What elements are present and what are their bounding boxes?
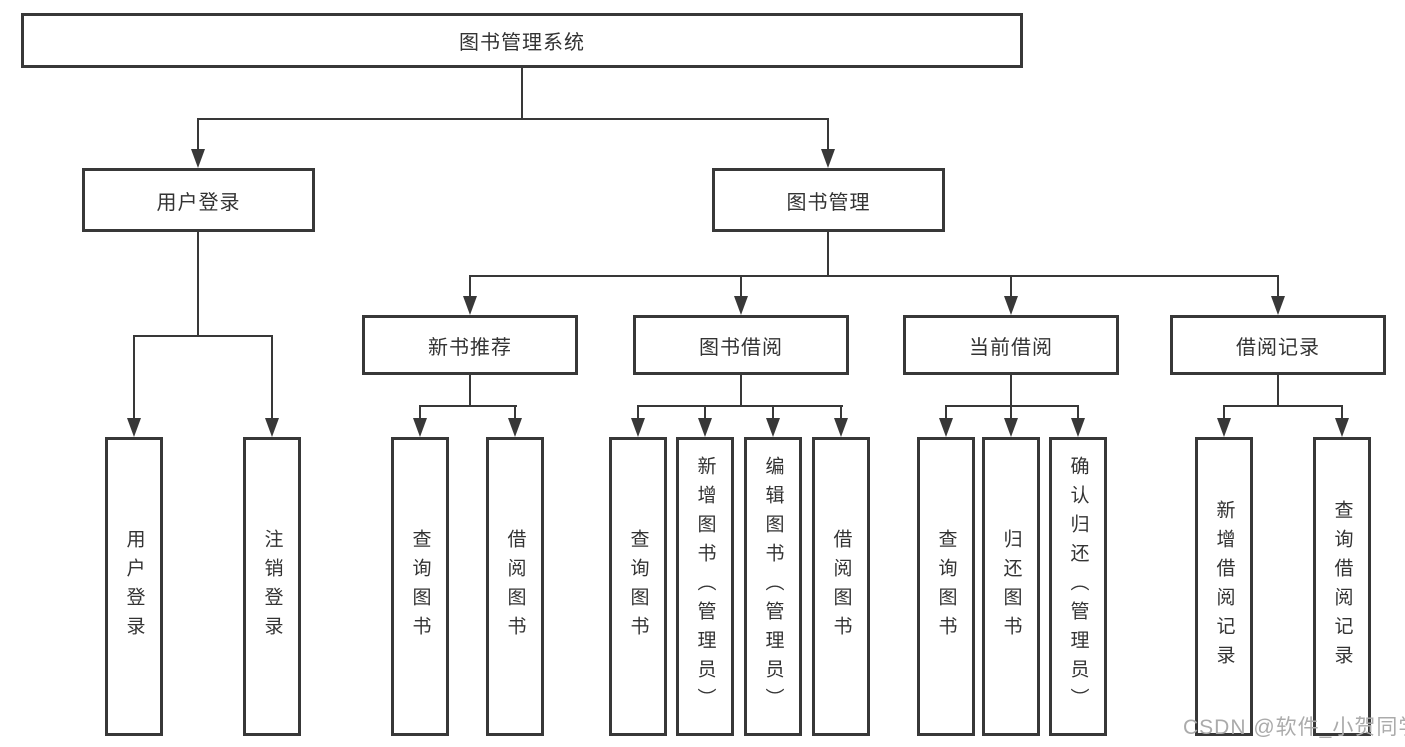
arrow-down-icon xyxy=(631,418,645,437)
connector-line xyxy=(704,405,706,420)
arrow-down-icon xyxy=(766,418,780,437)
leaf-bb-query-books: 查询图书 xyxy=(609,437,667,736)
node-current-borrow: 当前借阅 xyxy=(903,315,1119,375)
connector-line xyxy=(521,66,523,119)
connector-line xyxy=(1010,375,1012,407)
connector-line xyxy=(1277,275,1279,299)
connector-line xyxy=(1223,405,1343,407)
node-new-book-recommend-label: 新书推荐 xyxy=(428,336,512,359)
node-book-management: 图书管理 xyxy=(712,168,945,232)
leaf-bb-query-books-label: 查询图书 xyxy=(627,528,649,645)
arrow-down-icon xyxy=(1271,296,1285,315)
leaf-user-login-label: 用户登录 xyxy=(123,528,145,645)
connector-line xyxy=(827,232,829,277)
node-book-management-label: 图书管理 xyxy=(786,191,871,214)
connector-line xyxy=(1341,405,1343,420)
arrow-down-icon xyxy=(127,418,141,437)
arrow-down-icon xyxy=(508,418,522,437)
node-new-book-recommend: 新书推荐 xyxy=(362,315,578,375)
connector-line xyxy=(469,275,1279,277)
node-user-login-label: 用户登录 xyxy=(156,191,241,214)
arrow-down-icon xyxy=(939,418,953,437)
leaf-br-query-record: 查询借阅记录 xyxy=(1313,437,1371,736)
arrow-down-icon xyxy=(265,418,279,437)
leaf-bb-add-books-admin: 新增图书（管理员） xyxy=(676,437,734,736)
arrow-down-icon xyxy=(1071,418,1085,437)
leaf-nb-query-books: 查询图书 xyxy=(391,437,449,736)
connector-line xyxy=(197,232,199,336)
arrow-down-icon xyxy=(1335,418,1349,437)
arrow-down-icon xyxy=(1004,418,1018,437)
leaf-br-query-record-label: 查询借阅记录 xyxy=(1331,499,1353,674)
node-book-borrow: 图书借阅 xyxy=(633,315,849,375)
arrow-down-icon xyxy=(834,418,848,437)
leaf-bb-edit-books-admin: 编辑图书（管理员） xyxy=(744,437,802,736)
node-current-borrow-label: 当前借阅 xyxy=(969,336,1053,359)
connector-line xyxy=(1277,375,1279,407)
leaf-nb-borrow-books: 借阅图书 xyxy=(486,437,544,736)
connector-line xyxy=(945,405,1079,407)
connector-line xyxy=(637,405,843,407)
arrow-down-icon xyxy=(191,149,205,168)
leaf-cb-query-books-label: 查询图书 xyxy=(935,528,957,645)
leaf-user-login: 用户登录 xyxy=(105,437,163,736)
leaf-cb-return-books-label: 归还图书 xyxy=(1000,528,1022,645)
node-borrow-records: 借阅记录 xyxy=(1170,315,1386,375)
csdn-watermark: CSDN @软件_小贺同学 xyxy=(1183,716,1405,739)
leaf-bb-borrow-books: 借阅图书 xyxy=(812,437,870,736)
connector-line xyxy=(740,375,742,407)
arrow-down-icon xyxy=(821,149,835,168)
connector-line xyxy=(1223,405,1225,420)
node-book-borrow-label: 图书借阅 xyxy=(699,336,783,359)
node-user-login: 用户登录 xyxy=(82,168,315,232)
arrow-down-icon xyxy=(1004,296,1018,315)
connector-line xyxy=(827,118,829,151)
node-root-label: 图书管理系统 xyxy=(459,32,585,54)
connector-line xyxy=(514,405,516,420)
connector-line xyxy=(133,335,273,337)
connector-line xyxy=(133,335,135,420)
leaf-nb-query-books-label: 查询图书 xyxy=(409,528,431,645)
leaf-bb-add-books-admin-label: 新增图书（管理员） xyxy=(694,456,716,717)
node-borrow-records-label: 借阅记录 xyxy=(1236,336,1320,359)
connector-line xyxy=(637,405,639,420)
connector-line xyxy=(945,405,947,420)
arrow-down-icon xyxy=(1217,418,1231,437)
leaf-br-add-record: 新增借阅记录 xyxy=(1195,437,1253,736)
connector-line xyxy=(1077,405,1079,420)
leaf-logout: 注销登录 xyxy=(243,437,301,736)
connector-line xyxy=(469,375,471,407)
connector-line xyxy=(772,405,774,420)
connector-line xyxy=(271,335,273,420)
connector-line xyxy=(740,275,742,299)
arrow-down-icon xyxy=(734,296,748,315)
node-root: 图书管理系统 xyxy=(21,13,1023,68)
arrow-down-icon xyxy=(463,296,477,315)
leaf-nb-borrow-books-label: 借阅图书 xyxy=(504,528,526,645)
leaf-bb-edit-books-admin-label: 编辑图书（管理员） xyxy=(762,456,784,717)
leaf-bb-borrow-books-label: 借阅图书 xyxy=(830,528,852,645)
leaf-logout-label: 注销登录 xyxy=(261,528,283,645)
leaf-cb-return-books: 归还图书 xyxy=(982,437,1040,736)
connector-line xyxy=(197,118,829,120)
connector-line xyxy=(419,405,421,420)
arrow-down-icon xyxy=(698,418,712,437)
leaf-cb-confirm-return-admin: 确认归还（管理员） xyxy=(1049,437,1107,736)
connector-line xyxy=(469,275,471,299)
connector-line xyxy=(840,405,842,420)
leaf-cb-confirm-return-admin-label: 确认归还（管理员） xyxy=(1067,456,1089,717)
arrow-down-icon xyxy=(413,418,427,437)
connector-line xyxy=(1010,405,1012,420)
leaf-br-add-record-label: 新增借阅记录 xyxy=(1213,499,1235,674)
connector-line xyxy=(1010,275,1012,299)
leaf-cb-query-books: 查询图书 xyxy=(917,437,975,736)
connector-line xyxy=(419,405,517,407)
connector-line xyxy=(197,118,199,151)
